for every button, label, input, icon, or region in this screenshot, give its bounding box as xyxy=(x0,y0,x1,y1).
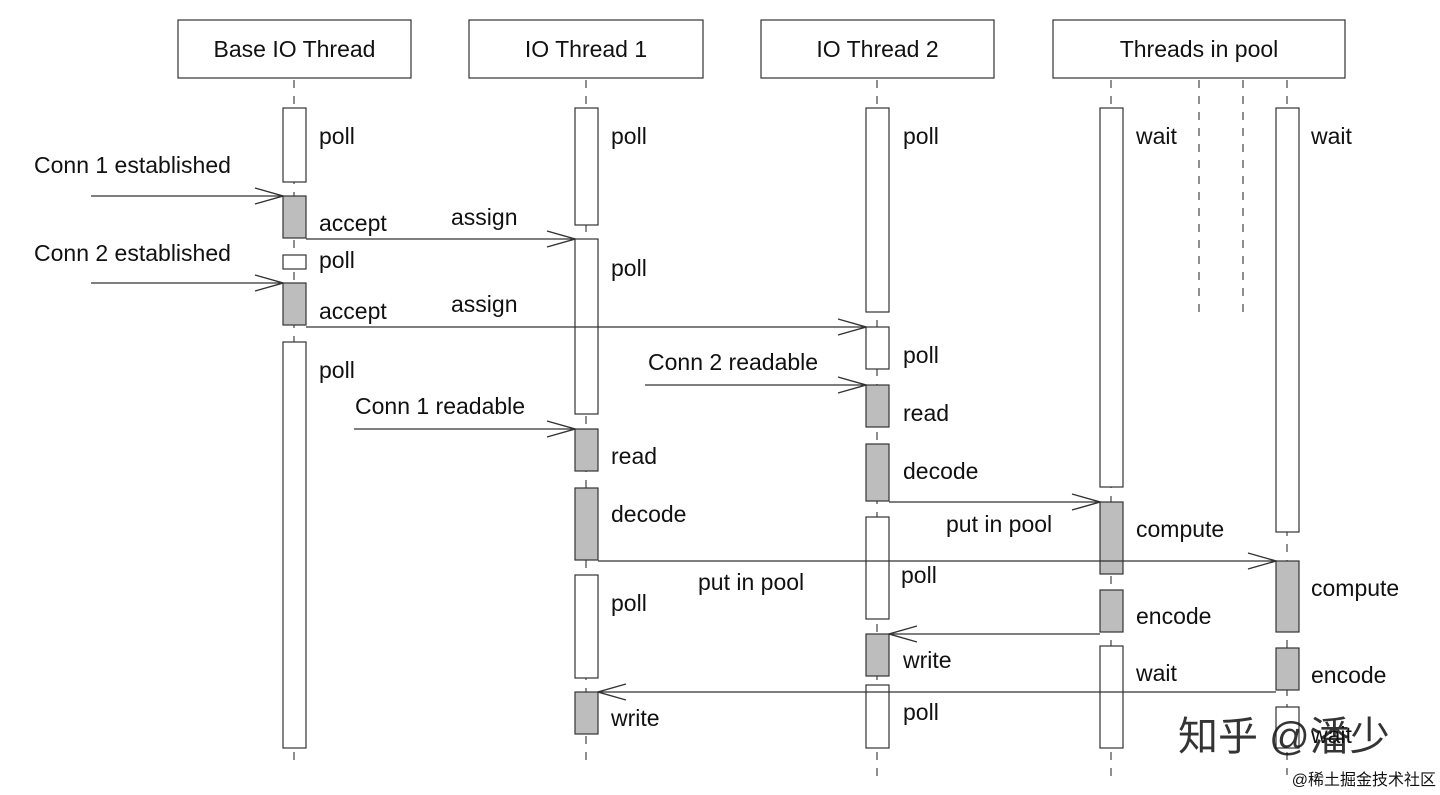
activation-p1-compute xyxy=(1099,501,1124,575)
header-base-io-thread: Base IO Thread xyxy=(214,36,376,62)
label-t1-decode: decode xyxy=(611,501,686,527)
lifeline-header-io-thread-2: IO Thread 2 xyxy=(760,19,995,79)
activation-t2-poll-3 xyxy=(865,516,890,620)
activation-t1-write xyxy=(574,691,599,735)
label-p2-compute: compute xyxy=(1311,575,1399,601)
message-assign-2: assign xyxy=(451,291,517,317)
activation-t1-decode xyxy=(574,487,599,561)
activation-p1-encode xyxy=(1099,589,1124,633)
label-p2-encode: encode xyxy=(1311,662,1386,688)
activation-p2-encode xyxy=(1275,647,1300,691)
activation-t2-poll-2 xyxy=(865,326,890,370)
header-threads-in-pool: Threads in pool xyxy=(1120,36,1279,62)
label-t2-poll-1: poll xyxy=(903,123,939,149)
label-t1-read: read xyxy=(611,443,657,469)
activation-t1-poll-1 xyxy=(574,107,599,226)
activation-t2-poll-4 xyxy=(865,684,890,749)
label-t2-read: read xyxy=(903,400,949,426)
activation-base-poll-1 xyxy=(282,107,307,183)
label-p2-wait-2: wait xyxy=(1310,722,1353,748)
label-t2-poll-2: poll xyxy=(903,342,939,368)
label-base-accept-1: accept xyxy=(319,210,387,236)
message-conn1-readable: Conn 1 readable xyxy=(355,393,525,419)
activation-t2-decode xyxy=(865,443,890,502)
activation-p1-wait-2 xyxy=(1099,645,1124,749)
label-p1-compute: compute xyxy=(1136,516,1224,542)
label-p2-wait-1: wait xyxy=(1310,123,1353,149)
message-put-in-pool-2: put in pool xyxy=(698,569,804,595)
label-p1-encode: encode xyxy=(1136,603,1211,629)
message-conn1-established: Conn 1 established xyxy=(34,152,231,178)
label-t1-poll-1: poll xyxy=(611,123,647,149)
activation-t2-write xyxy=(865,633,890,677)
label-t2-poll-3: poll xyxy=(901,562,937,588)
label-t1-write: write xyxy=(610,705,660,731)
label-t1-poll-3: poll xyxy=(611,590,647,616)
activation-p1-wait-1 xyxy=(1099,107,1124,488)
watermark-juejin: @稀土掘金技术社区 xyxy=(1292,771,1436,789)
label-t2-write: write xyxy=(902,647,952,673)
message-conn2-established: Conn 2 established xyxy=(34,240,231,266)
label-base-poll-3: poll xyxy=(319,357,355,383)
header-io-thread-1: IO Thread 1 xyxy=(525,36,647,62)
activation-t1-read xyxy=(574,428,599,472)
activation-base-accept-1 xyxy=(282,195,307,239)
label-base-accept-2: accept xyxy=(319,298,387,324)
label-t2-decode: decode xyxy=(903,458,978,484)
label-p1-wait-2: wait xyxy=(1135,660,1178,686)
label-base-poll-1: poll xyxy=(319,123,355,149)
activation-base-accept-2 xyxy=(282,282,307,326)
label-p1-wait-1: wait xyxy=(1135,123,1178,149)
header-io-thread-2: IO Thread 2 xyxy=(816,36,938,62)
activation-t2-read xyxy=(865,384,890,428)
label-t2-poll-4: poll xyxy=(903,699,939,725)
activation-base-poll-3 xyxy=(282,341,307,749)
message-assign-1: assign xyxy=(451,204,517,230)
watermark-zhihu: 知乎 @潘少 xyxy=(1178,715,1390,759)
message-conn2-readable: Conn 2 readable xyxy=(648,349,818,375)
label-base-poll-2: poll xyxy=(319,247,355,273)
activation-p2-compute xyxy=(1275,560,1300,633)
lifeline-header-threads-in-pool: Threads in pool xyxy=(1052,19,1346,79)
lifeline-header-io-thread-1: IO Thread 1 xyxy=(468,19,704,79)
activation-base-poll-2 xyxy=(282,254,307,270)
activation-t2-poll-1 xyxy=(865,107,890,313)
message-put-in-pool-1: put in pool xyxy=(946,511,1052,537)
activation-p2-wait-2 xyxy=(1275,706,1300,749)
activation-p2-wait-1 xyxy=(1275,107,1300,533)
activation-t1-poll-3 xyxy=(574,574,599,679)
lifeline-header-base-io-thread: Base IO Thread xyxy=(177,19,412,79)
label-t1-poll-2: poll xyxy=(611,255,647,281)
